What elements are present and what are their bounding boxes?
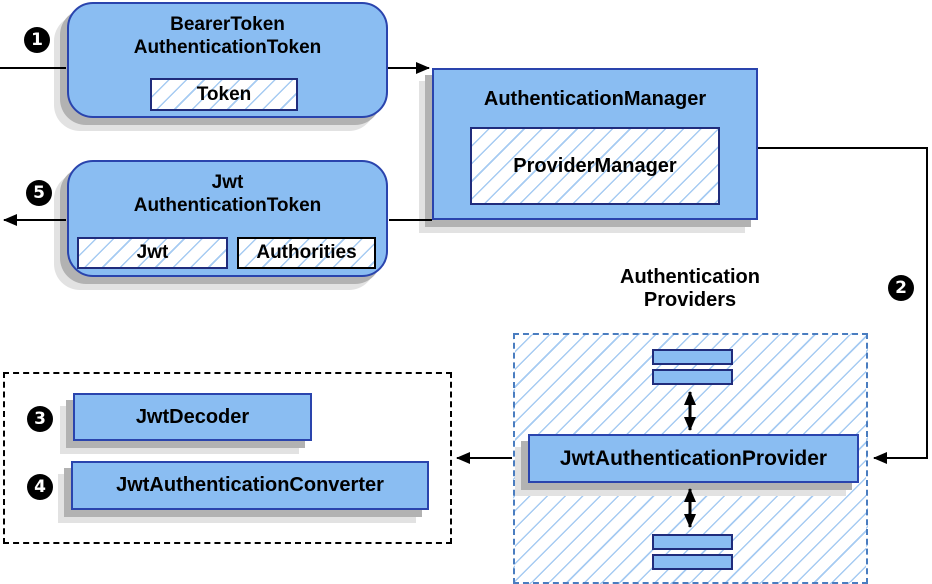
jwt-authentication-provider-label: JwtAuthenticationProvider bbox=[559, 447, 828, 470]
bearer-token-title-line1: BearerToken bbox=[170, 14, 285, 35]
token-chip-label: Token bbox=[196, 84, 252, 105]
step-4-badge: 4 bbox=[27, 474, 53, 500]
bearer-token-node: BearerToken AuthenticationToken bbox=[67, 2, 388, 118]
jwt-decoder-label: JwtDecoder bbox=[135, 406, 250, 428]
authorities-chip-label: Authorities bbox=[256, 242, 357, 263]
step-5-badge: 5 bbox=[26, 180, 52, 206]
provider-manager-label: ProviderManager bbox=[513, 155, 677, 177]
provider-slot-bar-bottom-1 bbox=[652, 534, 733, 550]
step-3-badge: 3 bbox=[27, 406, 53, 432]
bearer-token-title-line2: AuthenticationToken bbox=[133, 37, 322, 58]
token-chip: Token bbox=[150, 78, 298, 111]
step-1-badge: 1 bbox=[24, 27, 50, 53]
jwt-token-title-line2: AuthenticationToken bbox=[133, 195, 322, 216]
jwt-authentication-converter-label: JwtAuthenticationConverter bbox=[116, 474, 384, 496]
resolver-group bbox=[3, 372, 452, 544]
jwt-chip: Jwt bbox=[77, 237, 228, 269]
jwt-authentication-converter-node: JwtAuthenticationConverter bbox=[71, 461, 429, 510]
provider-slot-bar-top-1 bbox=[652, 349, 733, 365]
provider-slot-bar-top-2 bbox=[652, 369, 733, 385]
jwt-chip-label: Jwt bbox=[136, 242, 169, 263]
jwt-token-title-line1: Jwt bbox=[211, 172, 244, 193]
providers-label-line1: Authentication bbox=[620, 266, 760, 288]
providers-label-line2: Providers bbox=[643, 289, 737, 311]
jwt-authentication-provider-node: JwtAuthenticationProvider bbox=[528, 434, 859, 483]
jwt-decoder-node: JwtDecoder bbox=[73, 393, 312, 441]
authorities-chip: Authorities bbox=[237, 237, 376, 269]
provider-manager-chip: ProviderManager bbox=[470, 127, 720, 205]
authentication-providers-label: Authentication Providers bbox=[565, 266, 815, 312]
authentication-manager-title: AuthenticationManager bbox=[483, 88, 707, 110]
provider-slot-bar-bottom-2 bbox=[652, 554, 733, 570]
step-2-badge: 2 bbox=[888, 275, 914, 301]
